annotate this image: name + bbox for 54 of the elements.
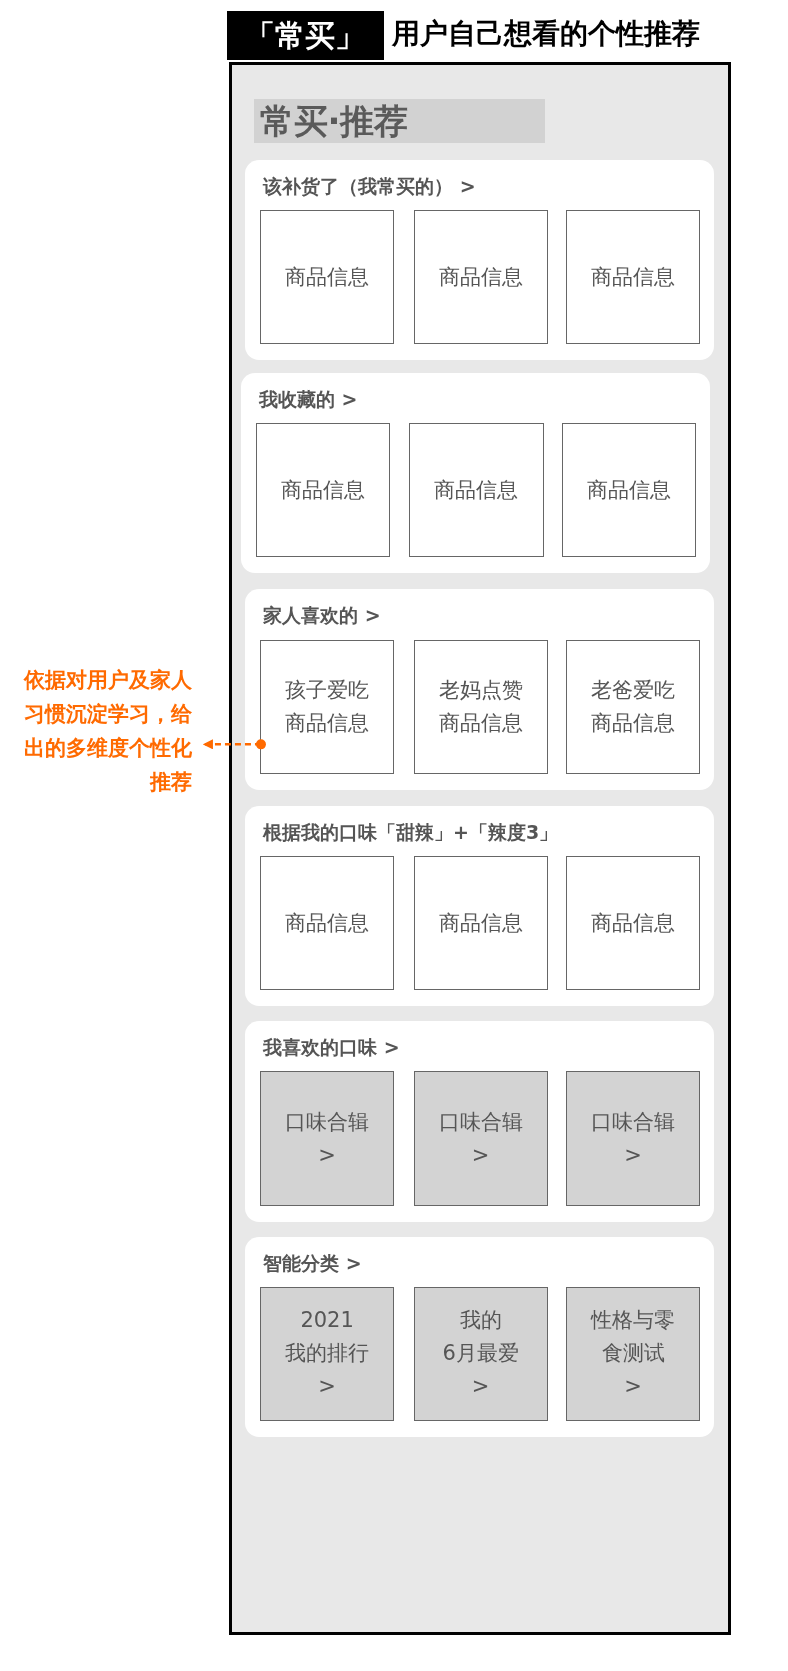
product-tile (566, 856, 701, 991)
title-badge: 「常买」 (227, 10, 384, 60)
product-tile (413, 639, 548, 774)
tile-text: 商品信息 (437, 263, 524, 291)
section-card (245, 589, 715, 790)
tile-text: 老爸爱吃商品信息 (590, 676, 677, 737)
product-tile (413, 856, 548, 991)
tile-text: 商品信息 (437, 909, 524, 937)
category-tile (413, 1071, 548, 1206)
tile-text: 商品信息 (590, 263, 677, 291)
product-tile (409, 423, 544, 558)
tile-text: 2021 我的排行 > (284, 1307, 371, 1401)
tile-text: 商品信息 (279, 476, 366, 504)
category-tile (259, 1286, 395, 1422)
section-heading: 我喜欢的口味 > (263, 1035, 400, 1061)
tile-text: 老妈点赞商品信息 (437, 676, 524, 737)
product-tile (255, 423, 391, 558)
header-band: 常买·推荐 (253, 98, 545, 143)
category-tile (566, 1071, 701, 1206)
section-card (240, 373, 710, 574)
product-tile (413, 209, 548, 345)
product-tile (566, 639, 701, 774)
dashed-arrow (202, 739, 266, 750)
product-tile (561, 423, 697, 558)
title: 用户自己想看的个性推荐 (392, 15, 701, 52)
section-card (245, 1236, 715, 1438)
section-heading: 根据我的口味「甜辣」+「辣度3」 (263, 819, 559, 845)
tile-text: 性格与零食测试 > (590, 1307, 677, 1401)
tile-text: 我的 6月最爱 > (441, 1307, 520, 1401)
tile-text: 商品信息 (284, 909, 371, 937)
category-tile (413, 1286, 548, 1422)
tile-text: 口味合辑 > (437, 1108, 524, 1169)
category-tile (566, 1286, 701, 1422)
product-tile (259, 639, 395, 774)
section-heading: 家人喜欢的 > (263, 603, 381, 629)
tile-text: 商品信息 (433, 476, 520, 504)
category-tile (259, 1071, 395, 1206)
tile-text: 口味合辑 > (284, 1108, 371, 1169)
product-tile (259, 209, 395, 345)
section-heading: 我收藏的 > (258, 387, 358, 412)
annotation-text: 依据对用户及家人习惯沉淀学习，给出的多维度个性化推荐 (10, 663, 192, 800)
tile-text: 商品信息 (585, 476, 672, 504)
tile-text: 商品信息 (284, 263, 371, 291)
section-card (245, 1021, 715, 1222)
section-card (245, 805, 715, 1007)
tile-text: 孩子爱吃商品信息 (284, 676, 371, 737)
tile-text: 商品信息 (590, 909, 677, 937)
section-card (245, 159, 715, 361)
product-tile (566, 209, 701, 345)
product-tile (259, 856, 395, 991)
phone-frame (229, 61, 732, 1635)
tile-text: 口味合辑 > (590, 1108, 677, 1169)
section-heading: 该补货了（我常买的） > (263, 173, 476, 199)
section-heading: 智能分类 > (263, 1250, 362, 1276)
